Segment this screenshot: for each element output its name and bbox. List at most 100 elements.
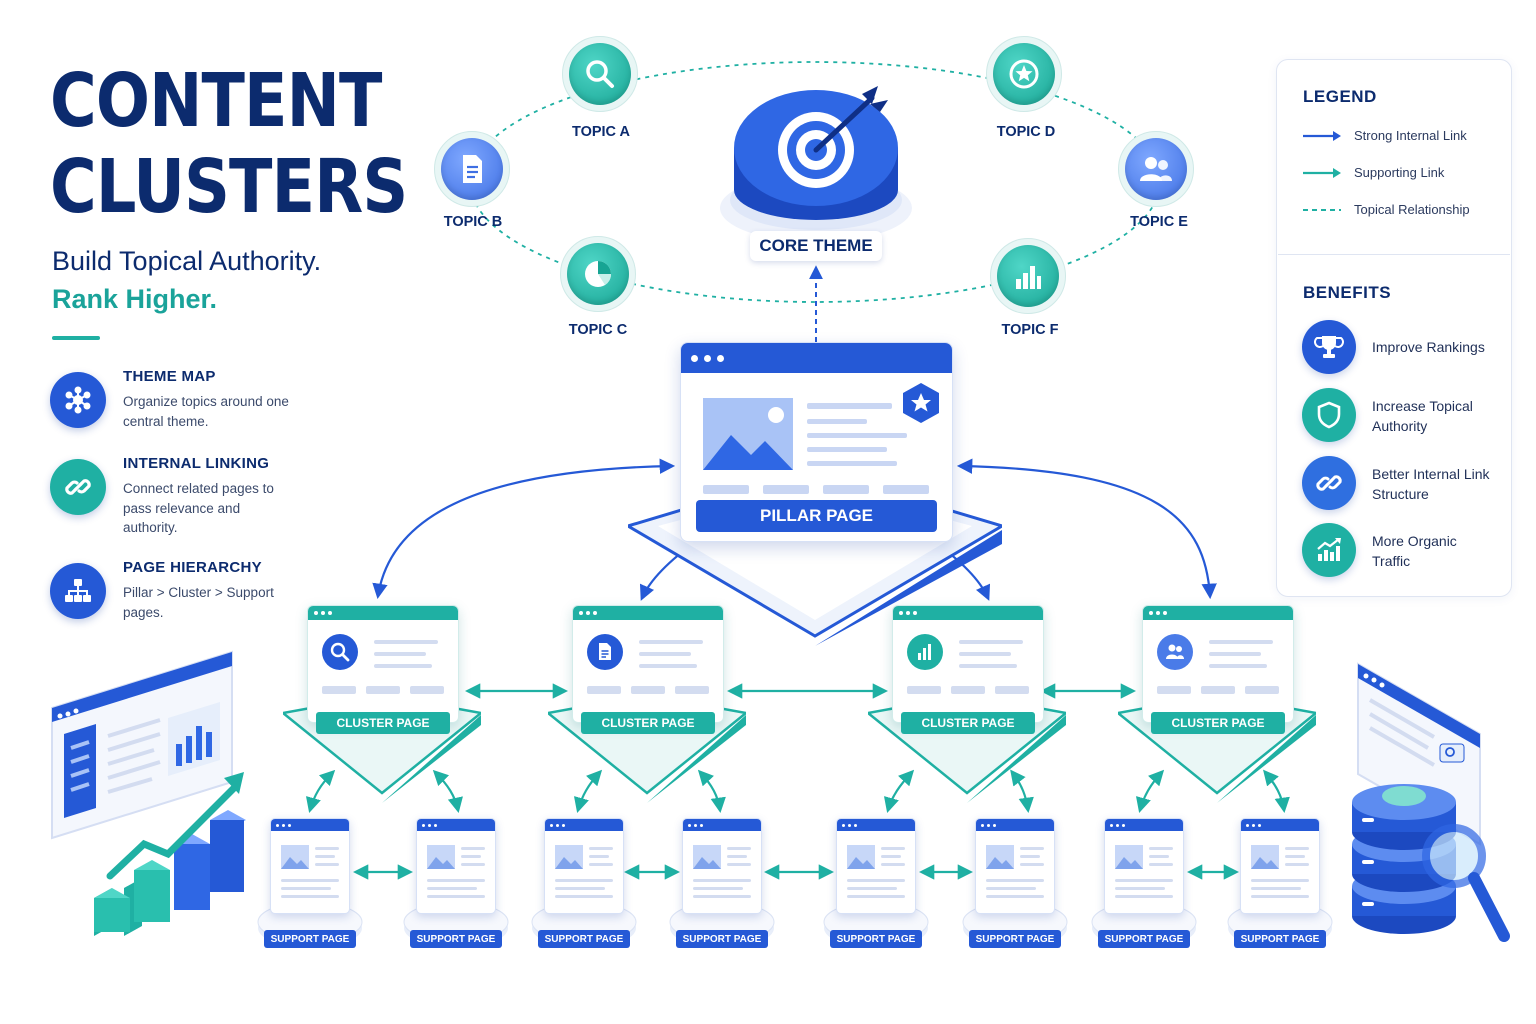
window-titlebar xyxy=(271,819,349,831)
image-placeholder-icon xyxy=(847,845,905,898)
benefit-label: Improve Rankings xyxy=(1372,339,1485,355)
support-page-label: SUPPORT PAGE xyxy=(1234,930,1326,948)
window-titlebar xyxy=(837,819,915,831)
image-placeholder-icon xyxy=(986,845,1044,898)
legend-label: Topical Relationship xyxy=(1354,202,1470,217)
pie-chart-icon xyxy=(567,243,629,305)
support-page-label: SUPPORT PAGE xyxy=(676,930,768,948)
support-link xyxy=(573,769,603,813)
legend-title: LEGEND xyxy=(1303,87,1377,106)
core-theme-label: CORE THEME xyxy=(750,231,882,261)
support-page-window[interactable] xyxy=(270,818,350,914)
link-icon xyxy=(50,459,106,515)
search-icon xyxy=(569,43,631,105)
support-page-label: SUPPORT PAGE xyxy=(264,930,356,948)
pillar-link-4 xyxy=(956,458,1217,600)
topic-f-node[interactable] xyxy=(990,238,1066,314)
cluster-page-window[interactable] xyxy=(1142,605,1294,723)
document-icon xyxy=(441,138,503,200)
topic-d-node[interactable] xyxy=(986,36,1062,112)
bar-chart-icon xyxy=(997,245,1059,307)
cluster-page-content xyxy=(907,634,1029,694)
topic-c-label: TOPIC C xyxy=(568,322,628,338)
topic-f-label: TOPIC F xyxy=(1001,322,1059,338)
topic-a-label: TOPIC A xyxy=(571,124,630,140)
support-link xyxy=(1010,769,1034,814)
benefit-label: Increase Topical Authority xyxy=(1372,398,1473,434)
growth-chart-icon xyxy=(1302,523,1356,577)
cluster-page-content xyxy=(322,634,444,694)
feature-title: PAGE HIERARCHY xyxy=(123,559,262,576)
dashed-line-icon xyxy=(1303,209,1341,211)
pillar-page-label: PILLAR PAGE xyxy=(696,500,937,532)
window-titlebar xyxy=(308,606,458,620)
pillar-link-1 xyxy=(372,458,676,600)
topic-d-label: TOPIC D xyxy=(996,124,1056,140)
topic-b-label: TOPIC B xyxy=(443,214,503,230)
image-placeholder-icon xyxy=(1115,845,1173,898)
subtitle-line-1: Build Topical Authority. xyxy=(52,246,322,276)
support-link xyxy=(305,769,336,813)
window-titlebar xyxy=(1143,606,1293,620)
cluster-page-label: CLUSTER PAGE xyxy=(1151,712,1285,734)
feature-desc: Pillar > Cluster > Support pages. xyxy=(123,585,274,620)
core-theme-target xyxy=(720,86,912,242)
window-titlebar xyxy=(976,819,1054,831)
blue-arrow-icon xyxy=(1303,131,1341,141)
window-titlebar xyxy=(417,819,495,831)
support-page-window[interactable] xyxy=(975,818,1055,914)
window-titlebar xyxy=(1105,819,1183,831)
cluster-page-window[interactable] xyxy=(892,605,1044,723)
analytics-dashboard-illustration xyxy=(51,650,246,936)
users-icon xyxy=(1125,138,1187,200)
topic-b-node[interactable] xyxy=(434,131,510,207)
support-page-label: SUPPORT PAGE xyxy=(538,930,630,948)
shield-icon xyxy=(1302,388,1356,442)
title-line-2: CLUSTERS xyxy=(50,144,408,230)
support-page-window[interactable] xyxy=(1104,818,1184,914)
topic-e-label: TOPIC E xyxy=(1130,214,1188,230)
support-page-window[interactable] xyxy=(1240,818,1320,914)
server-search-illustration xyxy=(1352,662,1510,942)
star-icon xyxy=(993,43,1055,105)
support-link xyxy=(432,769,463,814)
feature-title: THEME MAP xyxy=(123,368,216,385)
image-placeholder-icon xyxy=(427,845,485,898)
hierarchy-icon xyxy=(50,563,106,619)
image-placeholder-icon xyxy=(555,845,613,898)
cluster-page-window[interactable] xyxy=(307,605,459,723)
title-line-1: CONTENT xyxy=(50,58,382,144)
users-icon xyxy=(1157,634,1193,670)
image-placeholder-icon xyxy=(693,845,751,898)
support-link xyxy=(883,769,915,813)
cluster-page-window[interactable] xyxy=(572,605,724,723)
support-page-label: SUPPORT PAGE xyxy=(1098,930,1190,948)
document-icon xyxy=(587,634,623,670)
image-placeholder-icon xyxy=(281,845,339,898)
subtitle-line-2: Rank Higher. xyxy=(52,284,218,314)
cluster-page-content xyxy=(587,634,709,694)
support-page-window[interactable] xyxy=(416,818,496,914)
page-title: CONTENT CLUSTERS xyxy=(50,58,408,230)
support-link xyxy=(697,769,726,814)
pillar-page-content xyxy=(703,383,939,494)
cluster-page-content xyxy=(1157,634,1279,694)
support-page-window[interactable] xyxy=(682,818,762,914)
legend-divider xyxy=(1278,254,1510,255)
window-titlebar xyxy=(681,343,952,373)
window-titlebar xyxy=(573,606,723,620)
support-page-window[interactable] xyxy=(544,818,624,914)
title-divider xyxy=(52,336,100,340)
topic-c-node[interactable] xyxy=(560,236,636,312)
legend-label: Strong Internal Link xyxy=(1354,128,1467,143)
benefits-title: BENEFITS xyxy=(1303,283,1392,302)
window-titlebar xyxy=(1241,819,1319,831)
support-page-window[interactable] xyxy=(836,818,916,914)
topic-e-node[interactable] xyxy=(1118,131,1194,207)
benefit-label: More Organic Traffic xyxy=(1372,533,1457,569)
topic-a-node[interactable] xyxy=(562,36,638,112)
cluster-page-label: CLUSTER PAGE xyxy=(581,712,715,734)
window-titlebar xyxy=(893,606,1043,620)
image-placeholder-icon xyxy=(1251,845,1309,898)
support-link xyxy=(1135,769,1165,813)
